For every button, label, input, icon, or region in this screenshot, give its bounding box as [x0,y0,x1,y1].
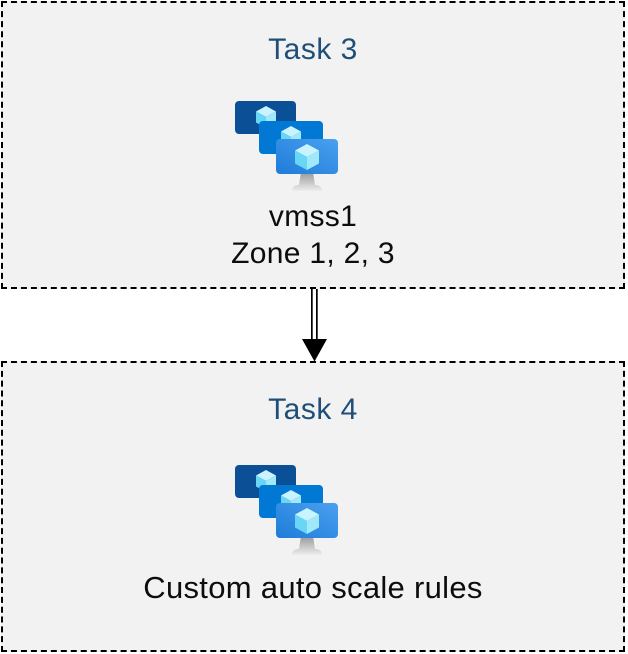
task-4-caption: Custom auto scale rules [3,569,623,606]
vmss-name-label: vmss1 [268,200,358,233]
monitor-stand [292,536,322,555]
cube-front [295,508,319,534]
task-3-title: Task 3 [268,33,358,66]
zones-label: Zone 1, 2, 3 [231,237,395,270]
task-3-caption: vmss1 Zone 1, 2, 3 [3,198,623,272]
monitor-stand [292,172,322,191]
vm-scale-set-icon [235,101,338,191]
task-3-box: Task 3 vmss1 Zone 1, 2, 3 [1,1,625,289]
task-4-title: Task 4 [268,393,358,426]
flow-down-arrow [302,289,327,362]
autoscale-rules-label: Custom auto scale rules [143,570,483,605]
cube-front [295,144,319,170]
task-4-box: Task 4 Custom auto scale rules [1,361,625,652]
vm-scale-set-icon [235,465,338,555]
